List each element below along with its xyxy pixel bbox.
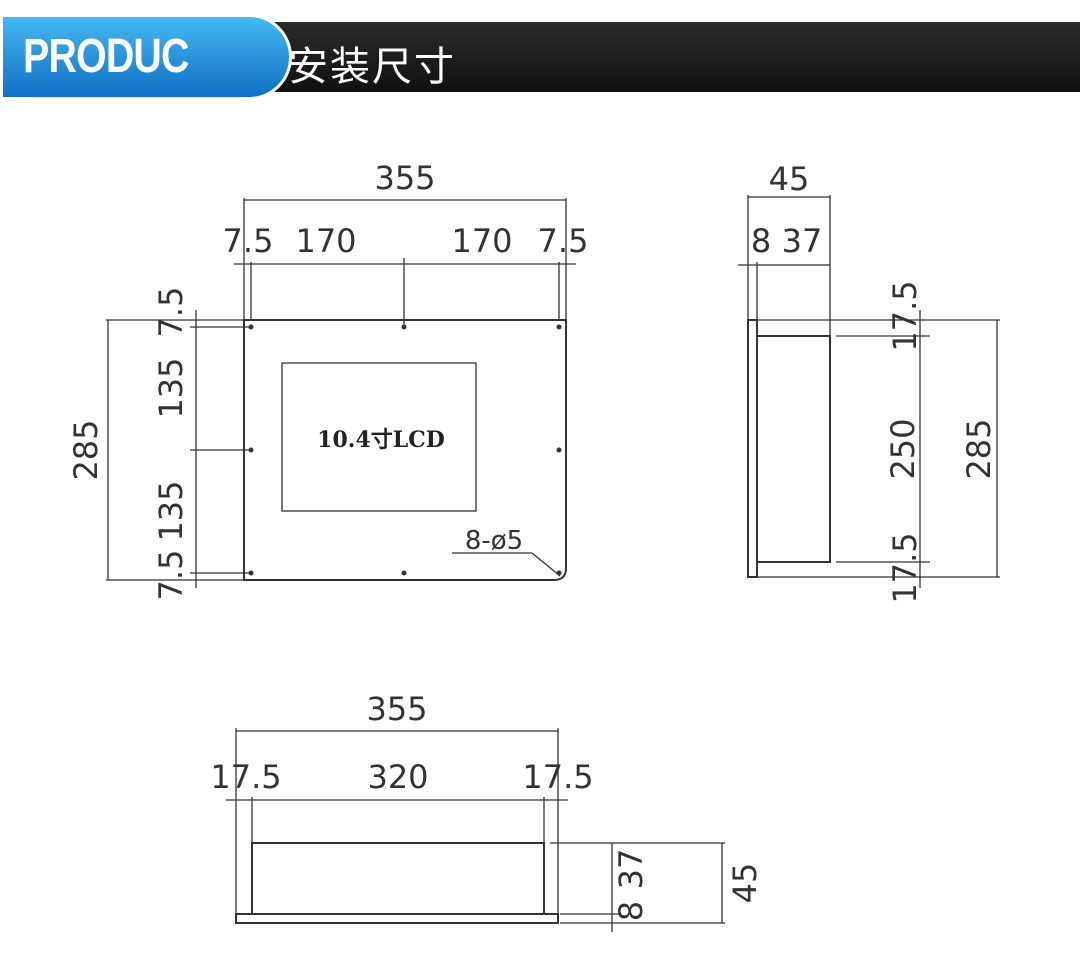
bottom-body <box>251 842 545 915</box>
side-view: 45 8 37 17.5 250 285 17.5 <box>738 160 1000 604</box>
dim-bottom-left-offset: 17.5 <box>210 758 281 796</box>
dim-bottom-body-depth: 37 <box>612 849 650 890</box>
header-title: 安装尺寸 <box>288 44 456 90</box>
dim-front-height: 285 <box>67 419 105 480</box>
dim-front-left-margin: 7.5 <box>223 222 274 260</box>
hole-callout: 8-ø5 <box>465 526 523 556</box>
side-body <box>756 335 831 563</box>
mounting-holes <box>248 324 562 576</box>
bottom-view: 355 17.5 320 17.5 8 37 45 <box>210 690 764 932</box>
front-view: 10.4寸LCD 355 7.5 170 170 <box>67 159 588 600</box>
hole <box>556 447 562 453</box>
dim-side-top-offset: 17.5 <box>886 280 924 351</box>
hole-callout-leader <box>531 552 561 577</box>
bottom-flange <box>235 913 559 924</box>
front-panel-outline <box>243 319 567 581</box>
dim-bottom-width: 355 <box>366 690 427 728</box>
dim-bottom-right-offset: 17.5 <box>522 758 593 796</box>
dim-front-bottom-margin: 7.5 <box>152 550 190 601</box>
dim-bottom-depth: 45 <box>726 863 764 904</box>
dim-front-top-margin: 7.5 <box>152 287 190 338</box>
lcd-window <box>281 362 477 512</box>
lcd-label: 10.4寸LCD <box>317 427 445 453</box>
dim-front-lower-span: 135 <box>152 480 190 541</box>
hole <box>401 324 407 330</box>
header-bar: PRODUC 安装尺寸 <box>0 14 1080 100</box>
dim-front-right-span: 170 <box>451 222 512 260</box>
dim-front-upper-span: 135 <box>152 357 190 418</box>
hole <box>556 324 562 330</box>
dim-side-height: 285 <box>960 418 998 479</box>
dim-bottom-body-width: 320 <box>367 758 428 796</box>
dim-side-flange: 8 <box>751 222 771 260</box>
side-flange <box>747 319 758 578</box>
dim-front-width: 355 <box>374 159 435 197</box>
dim-front-left-span: 170 <box>295 222 356 260</box>
dim-side-bottom-offset: 17.5 <box>886 532 924 603</box>
header-badge: PRODUC <box>0 14 292 100</box>
dim-side-body-depth: 37 <box>782 222 823 260</box>
dim-side-depth: 45 <box>769 160 810 198</box>
dim-front-right-margin: 7.5 <box>538 222 589 260</box>
badge-text: PRODUC <box>23 30 189 83</box>
dim-bottom-flange: 8 <box>612 901 650 921</box>
dim-side-body-height: 250 <box>884 418 922 479</box>
header-dark-band <box>230 22 1080 92</box>
hole <box>401 570 407 576</box>
